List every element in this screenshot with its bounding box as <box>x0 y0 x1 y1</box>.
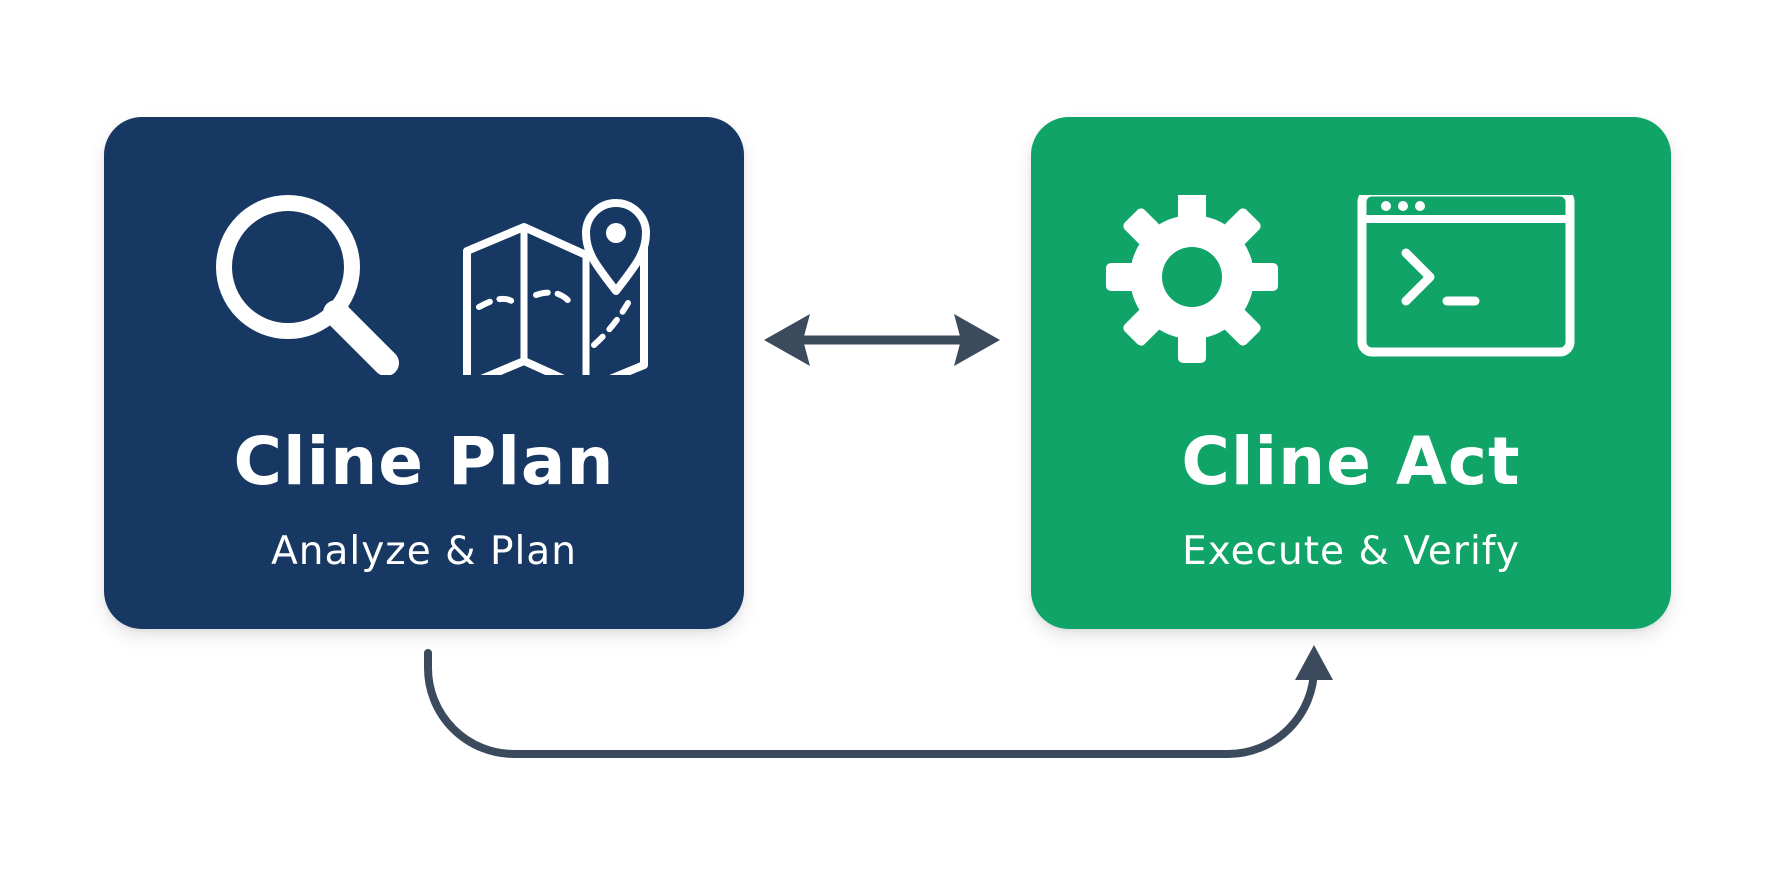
curved-arrow-connector <box>424 645 1333 758</box>
search-icon <box>216 195 399 375</box>
gear-icon <box>1106 195 1278 363</box>
plan-card: Cline Plan Analyze & Plan <box>104 117 744 629</box>
plan-subtitle: Analyze & Plan <box>271 529 577 574</box>
act-subtitle: Execute & Verify <box>1182 529 1520 574</box>
arrowhead-right <box>954 314 1000 366</box>
double-arrow-connector <box>764 314 1000 366</box>
arrowhead-left <box>764 314 810 366</box>
act-icons <box>1106 195 1575 363</box>
act-title: Cline Act <box>1181 423 1521 500</box>
map-pin-icon <box>463 199 650 375</box>
plan-icons <box>216 195 650 375</box>
terminal-icon <box>1357 195 1575 357</box>
arrowhead-up <box>1295 645 1333 680</box>
act-card: Cline Act Execute & Verify <box>1031 117 1671 629</box>
plan-title: Cline Plan <box>233 423 615 500</box>
